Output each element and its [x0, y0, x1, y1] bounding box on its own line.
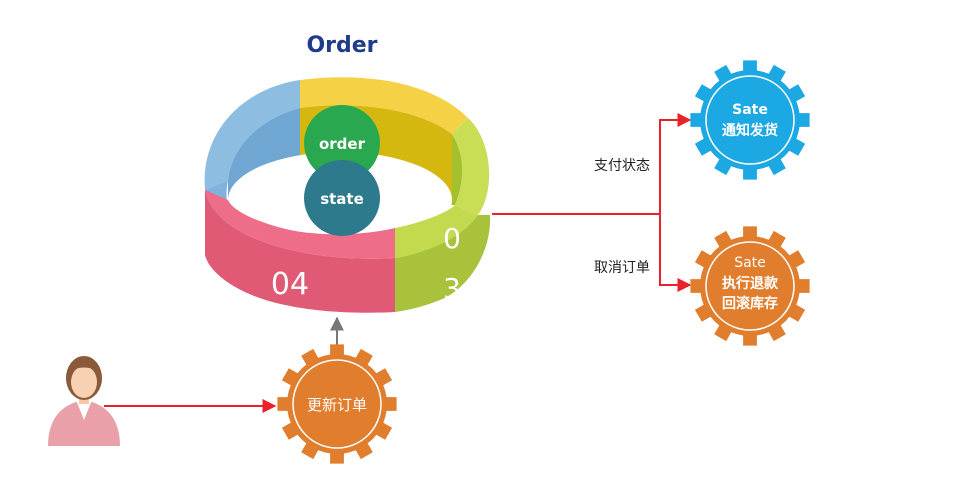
sate-ship-title: Sate: [732, 102, 768, 118]
gear-icon-update-order: [277, 344, 397, 464]
ring-top-yellow: [300, 77, 468, 134]
sate-refund-line2: 回滚库存: [722, 295, 778, 312]
edge-label-pay-status: 支付状态: [594, 158, 650, 174]
ring-side-green: [395, 215, 491, 312]
ring-side-pink: [205, 190, 395, 313]
order-circle: [304, 105, 380, 181]
ring-top-lightgreen: [452, 118, 490, 215]
arrow-cancel-branch: [659, 214, 692, 292]
ring-label-3: 3: [443, 272, 461, 305]
sate-refund-line1: 执行退款: [722, 275, 779, 292]
order-circle-label: order: [319, 135, 366, 153]
ring-inner-wall-green: [452, 134, 463, 205]
gear-teeth: [690, 226, 810, 346]
arrow-pay-branch: [659, 113, 692, 214]
ring-label-0: 0: [443, 222, 461, 255]
gear-inner-ring: [705, 75, 795, 165]
ring-top-pink: [205, 190, 395, 259]
gear-icon-sate-ship: [690, 60, 810, 180]
ring-label-04: 04: [271, 267, 309, 302]
ring-top-green: [395, 205, 478, 258]
state-circle-label: state: [320, 190, 364, 208]
person-icon: [48, 356, 120, 446]
gear-teeth: [277, 344, 397, 464]
sate-refund-title: Sate: [734, 255, 766, 271]
gear-teeth: [690, 60, 810, 180]
diagram-title: Order: [306, 33, 377, 58]
state-circle: [304, 160, 380, 236]
ring-top-blue: [204, 80, 300, 190]
sate-ship-line1: 通知发货: [722, 122, 778, 139]
edge-label-cancel-order: 取消订单: [594, 260, 650, 276]
gear-inner-ring: [705, 241, 795, 331]
update-order-label: 更新订单: [307, 396, 367, 414]
gear-inner-ring: [292, 359, 382, 449]
gear-icon-sate-refund: [690, 226, 810, 346]
